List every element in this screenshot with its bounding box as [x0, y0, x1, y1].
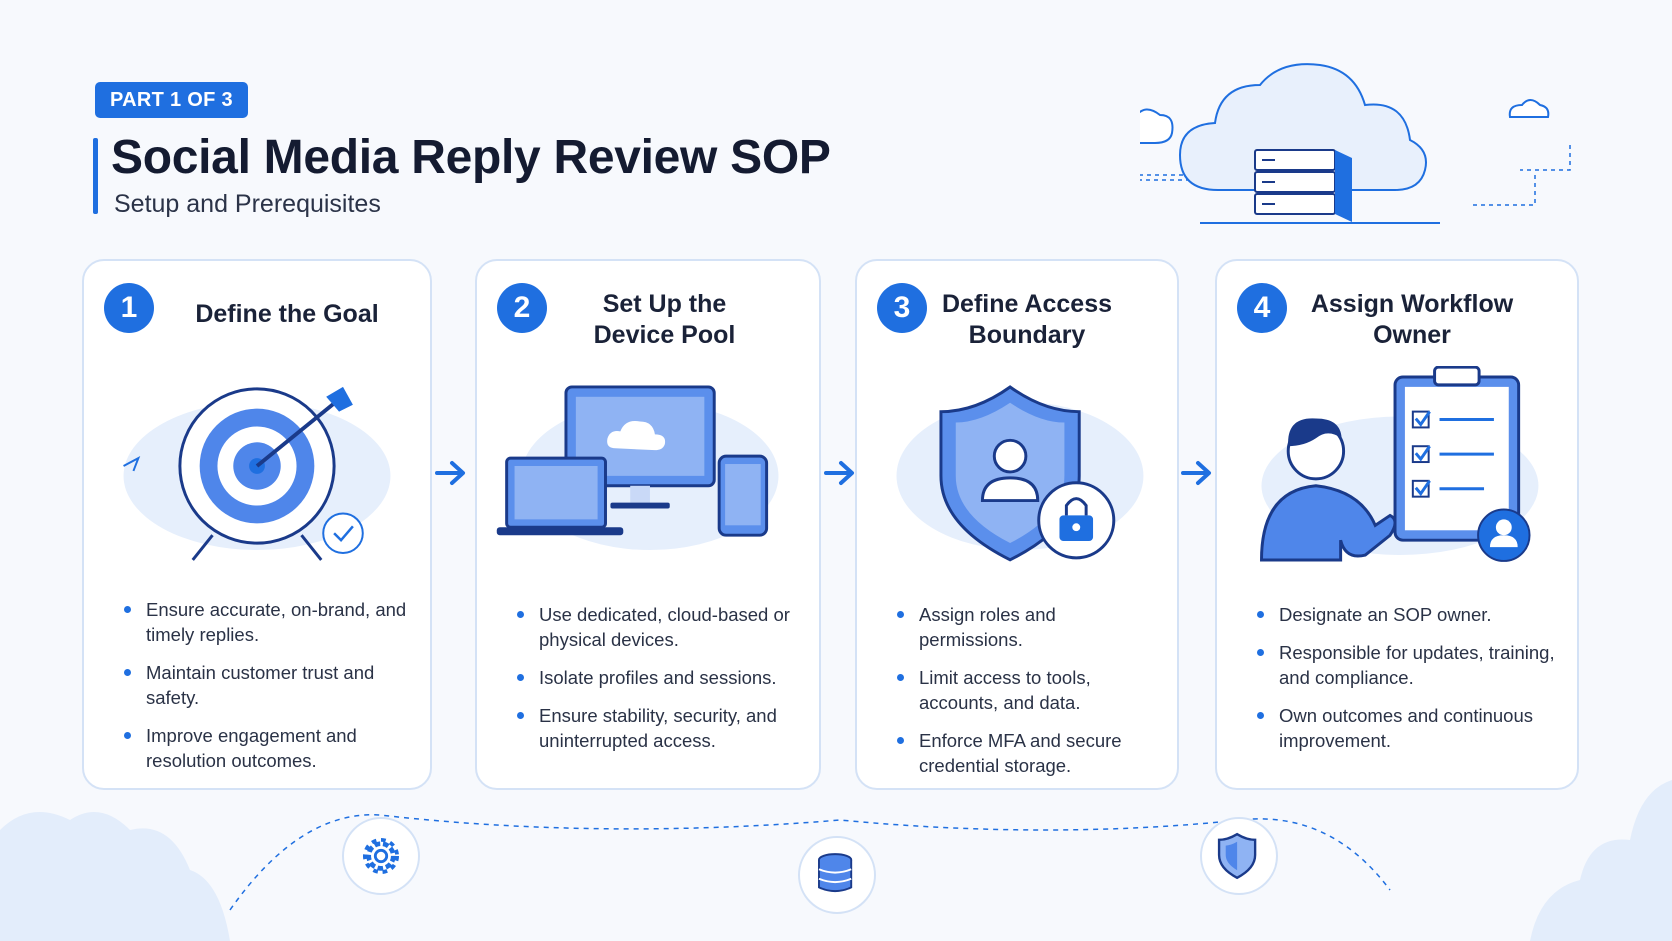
step-title-3: Define Access Boundary	[942, 290, 1112, 349]
page-title: Social Media Reply Review SOP	[111, 131, 831, 184]
list-item: Assign roles and permissions.	[895, 602, 1163, 652]
cloud-server-icon	[1140, 63, 1571, 224]
page-subtitle: Setup and Prerequisites	[114, 190, 381, 218]
list-item: Own outcomes and continuous improvement.	[1255, 703, 1563, 753]
owner-checklist-icon	[1260, 366, 1539, 562]
target-icon	[123, 386, 391, 561]
part-badge: PART 1 OF 3	[95, 82, 248, 118]
shield-lock-icon	[896, 385, 1144, 562]
list-item: Improve engagement and resolution outcom…	[122, 723, 416, 773]
step-card-4: 4 Assign Workflow Owner Designate an SOP…	[1215, 259, 1579, 790]
arrow-right-icon	[1181, 461, 1211, 485]
step-title-4: Assign Workflow Owner	[1310, 290, 1514, 349]
step-number-3: 3	[877, 283, 927, 333]
title-accent-bar	[93, 138, 98, 214]
list-item: Ensure accurate, on-brand, and timely re…	[122, 597, 416, 647]
list-item: Isolate profiles and sessions.	[515, 665, 805, 690]
list-item: Ensure stability, security, and uninterr…	[515, 703, 805, 753]
step-bullets-2: Use dedicated, cloud-based or physical d…	[515, 602, 805, 766]
arrow-right-icon	[435, 461, 465, 485]
step-number-2: 2	[497, 283, 547, 333]
arrow-right-icon	[824, 461, 854, 485]
step-bullets-1: Ensure accurate, on-brand, and timely re…	[122, 597, 416, 786]
list-item: Designate an SOP owner.	[1255, 602, 1563, 627]
gear-icon	[342, 817, 420, 895]
shield-icon	[1200, 817, 1278, 895]
list-item: Use dedicated, cloud-based or physical d…	[515, 602, 805, 652]
devices-icon	[496, 385, 779, 551]
step-number-4: 4	[1237, 283, 1287, 333]
step-bullets-4: Designate an SOP owner. Responsible for …	[1255, 602, 1563, 766]
database-icon	[798, 836, 876, 914]
step-number-1: 1	[104, 283, 154, 333]
list-item: Responsible for updates, training, and c…	[1255, 640, 1563, 690]
step-title-1: Define the Goal	[195, 300, 379, 328]
list-item: Enforce MFA and secure credential storag…	[895, 728, 1163, 778]
step-card-1: 1 Define the Goal Ensure accurate, on-br…	[82, 259, 432, 790]
bottom-decoration	[0, 780, 1672, 941]
step-title-2: Set Up the Device Pool	[593, 290, 736, 349]
step-card-2: 2 Set Up the Device Pool Use dedicated, …	[475, 259, 821, 790]
step-card-3: 3 Define Access Boundary Assign roles an…	[855, 259, 1179, 790]
step-bullets-3: Assign roles and permissions. Limit acce…	[895, 602, 1163, 791]
list-item: Maintain customer trust and safety.	[122, 660, 416, 710]
list-item: Limit access to tools, accounts, and dat…	[895, 665, 1163, 715]
